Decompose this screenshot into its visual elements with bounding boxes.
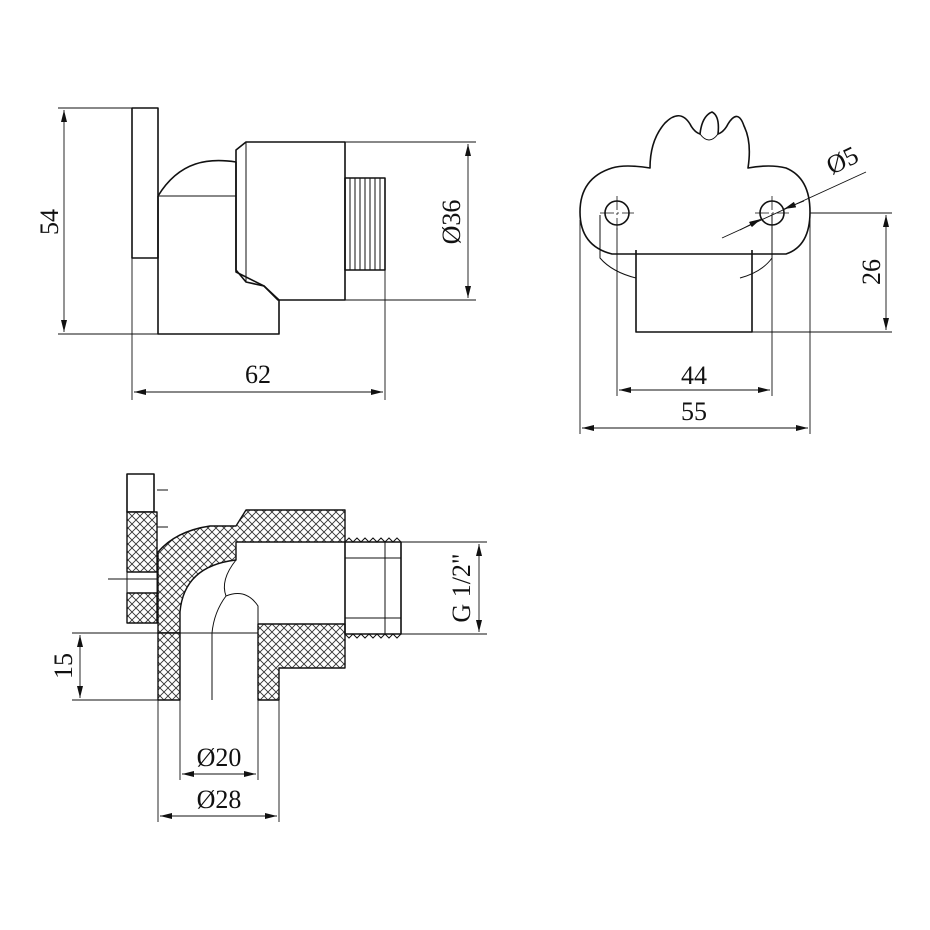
- plate-section-upper: [126, 511, 158, 573]
- elbow-body: [157, 159, 280, 335]
- dim-outer-diameter-label: Ø36: [437, 200, 466, 245]
- dim-socket-diameter-label: Ø28: [197, 785, 242, 814]
- dim-length-label: 62: [245, 360, 271, 389]
- dim-hole-label: Ø5: [822, 140, 863, 180]
- flange-plate: [131, 107, 159, 259]
- socket-wall-left: [157, 632, 181, 701]
- section-view: G 1/2" 15 Ø20 Ø28: [49, 473, 487, 822]
- union-nut: [235, 141, 346, 301]
- socket-tube: [635, 250, 753, 333]
- flange-outline: [579, 111, 811, 255]
- dim-thread-label: G 1/2": [447, 553, 476, 622]
- side-view: 54 Ø36 62: [35, 107, 476, 400]
- elbow-wall-upper: [157, 509, 346, 634]
- dim-inner-diameter-label: Ø20: [197, 743, 242, 772]
- dim-inner-width-label: 44: [681, 361, 707, 390]
- thread-lines: [349, 178, 381, 270]
- dim-height-label: 26: [857, 259, 886, 285]
- dim-total-width-label: 55: [681, 397, 707, 426]
- plate-section-lower: [126, 592, 158, 624]
- dim-depth-label: 15: [49, 653, 78, 679]
- plate-top: [126, 473, 155, 513]
- dim-height-label: 54: [35, 209, 64, 235]
- socket-wall-right: [257, 623, 346, 701]
- front-view: Ø5 26 44 55: [579, 111, 892, 434]
- threaded-nipple-section: [344, 541, 402, 635]
